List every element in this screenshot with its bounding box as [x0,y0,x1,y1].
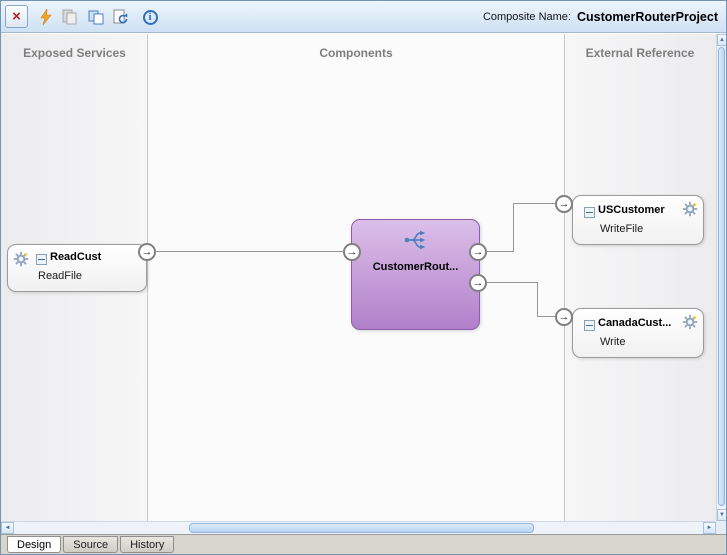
collapse-icon[interactable] [584,207,595,218]
editor-tab-bar: Design Source History [1,534,726,554]
duplicate-windows-icon[interactable] [87,8,105,26]
external-reference-lane[interactable] [564,34,716,521]
composite-canvas[interactable]: Exposed Services Components External Ref… [1,34,716,521]
mediator-input-port[interactable]: → [343,243,361,261]
arrow-right-icon: → [472,276,484,289]
reference-title: CanadaCust... [598,317,672,329]
scroll-right-button[interactable]: ► [703,522,716,534]
refresh-document-icon[interactable] [111,8,129,26]
info-icon[interactable]: i [141,8,159,26]
scroll-left-icon: ◄ [4,525,11,531]
canada-reference-input-port[interactable]: → [555,308,573,326]
wire-mediator-to-ca-seg1 [487,282,537,283]
mediator-routing-icon [403,229,429,251]
arrow-right-icon: → [346,245,358,258]
service-subtitle: ReadFile [38,270,83,282]
exposed-services-header: Exposed Services [23,46,126,60]
tab-design[interactable]: Design [7,536,62,553]
close-button[interactable]: × [5,5,28,28]
binding-gear-icon [682,201,698,217]
tab-design-label: Design [17,538,52,551]
scroll-up-icon: ▲ [719,37,725,43]
vertical-scroll-thumb[interactable] [718,47,725,506]
service-output-port[interactable]: → [138,243,156,261]
mediator-node-customerrouter[interactable]: CustomerRout... [351,219,480,330]
scroll-up-button[interactable]: ▲ [717,34,726,46]
composite-name-label: Composite Name: [482,11,571,23]
toolbar: × i [1,1,726,33]
tab-history[interactable]: History [120,536,175,553]
scroll-down-button[interactable]: ▼ [717,509,726,521]
copy-disabled-icon[interactable] [60,8,78,26]
scroll-right-icon: ► [706,525,713,531]
horizontal-scrollbar[interactable]: ◄ ► [1,521,716,534]
vertical-scrollbar[interactable]: ▲ ▼ [716,34,726,521]
reference-subtitle: Write [600,336,626,348]
lightning-icon[interactable] [37,8,55,26]
tab-history-label: History [130,538,165,551]
wire-mediator-to-ca-seg2 [537,282,538,317]
wire-mediator-to-ca-seg3 [537,316,555,317]
reference-title: USCustomer [598,204,665,216]
mediator-output-port-2[interactable]: → [469,274,487,292]
composite-name-group: Composite Name: CustomerRouterProject [483,1,718,33]
arrow-right-icon: → [558,310,570,323]
binding-gear-icon [13,251,29,267]
composite-name-value: CustomerRouterProject [577,10,718,24]
tab-source[interactable]: Source [63,536,119,553]
collapse-icon[interactable] [36,254,47,265]
components-header: Components [319,46,393,60]
reference-node-uscustomer[interactable]: USCustomer WriteFile [572,195,704,245]
tab-source-label: Source [73,538,109,551]
scrollbar-corner [716,521,726,534]
horizontal-scroll-thumb[interactable] [189,523,534,533]
external-reference-header: External Reference [585,46,695,60]
scroll-down-icon: ▼ [719,512,725,518]
arrow-right-icon: → [472,245,484,258]
arrow-right-icon: → [558,197,570,210]
reference-subtitle: WriteFile [600,223,644,235]
wire-mediator-to-us-seg1 [487,251,513,252]
scroll-left-button[interactable]: ◄ [1,522,14,534]
reference-node-canadacustomer[interactable]: CanadaCust... Write [572,308,704,358]
wire-mediator-to-us-seg3 [513,203,555,204]
wire-service-to-mediator [156,251,343,252]
us-reference-input-port[interactable]: → [555,195,573,213]
arrow-right-icon: → [141,245,153,258]
collapse-icon[interactable] [584,320,595,331]
close-icon: × [12,8,21,25]
service-title: ReadCust [50,251,102,263]
mediator-output-port-1[interactable]: → [469,243,487,261]
service-node-readcust[interactable]: ReadCust ReadFile [7,244,147,292]
wire-mediator-to-us-seg2 [513,204,514,252]
mediator-title: CustomerRout... [372,261,459,273]
binding-gear-icon [682,314,698,330]
